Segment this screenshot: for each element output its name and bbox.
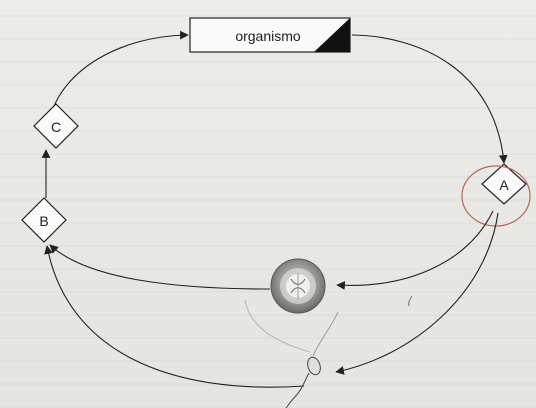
arrow-a-to-sperm <box>336 213 498 372</box>
sperm-image <box>286 312 338 408</box>
small-mark <box>409 296 412 306</box>
node-a-label: A <box>499 177 509 193</box>
node-a: A <box>482 164 526 204</box>
node-b-label: B <box>39 213 48 229</box>
organism-box: organismo <box>190 18 350 52</box>
organism-label: organismo <box>235 28 301 44</box>
arrow-organism-to-a <box>352 35 504 163</box>
node-b: B <box>22 198 66 242</box>
arrow-a-to-cell <box>337 211 493 285</box>
node-c-label: C <box>51 119 61 135</box>
arrow-sperm-to-b <box>47 246 304 387</box>
cell-image <box>271 259 325 313</box>
arrow-c-to-organism <box>50 35 188 118</box>
arrow-cell-to-b <box>50 245 270 289</box>
node-c: C <box>34 104 78 148</box>
